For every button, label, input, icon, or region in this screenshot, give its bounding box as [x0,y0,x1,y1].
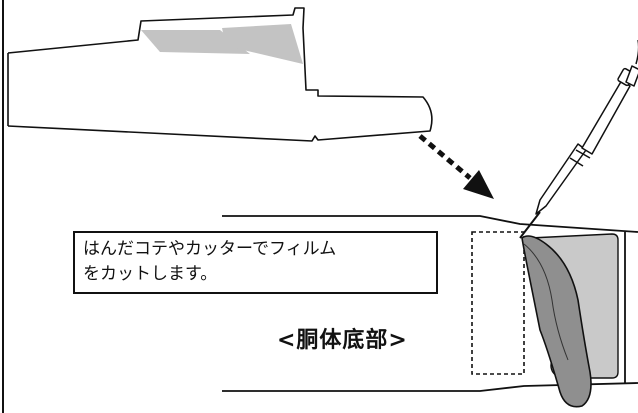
cut-panel-left [141,30,250,54]
instruction-callout: はんだコテやカッターでフィルム をカットします。 [73,231,438,294]
soldering-iron-icon [519,40,638,239]
section-label: <胴体底部> [277,328,408,353]
callout-line-1: はんだコテやカッターでフィルム [83,239,337,259]
cut-panel-right [222,24,303,64]
peeling-film [521,235,592,408]
film-inner-fold [523,243,569,361]
callout-line-2: をカットします。 [83,264,218,284]
cut-line [471,231,525,375]
fuselage-side-view [7,7,433,142]
pointer-arrow [418,134,494,199]
